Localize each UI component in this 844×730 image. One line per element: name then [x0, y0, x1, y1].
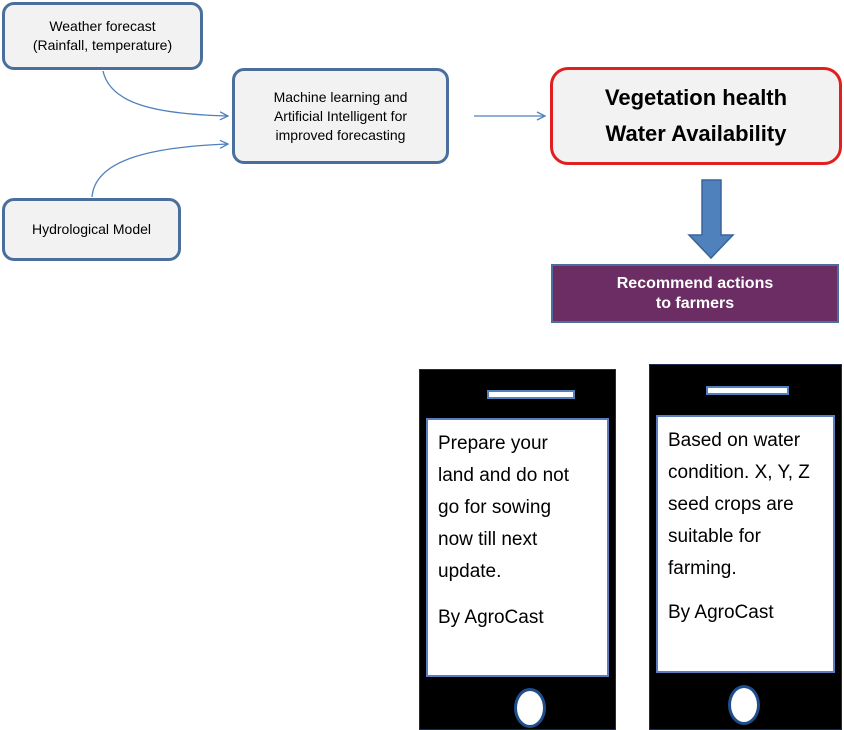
weather-forecast-label: Weather forecast (Rainfall, temperature)	[32, 18, 173, 53]
weather-to-ml-connector	[102, 70, 228, 116]
hydrological-model-label: Hydrological Model	[31, 221, 152, 237]
recommend-actions-label: Recommend actions to farmers	[616, 274, 774, 312]
machine-learning-label: Machine learning and Artificial Intellig…	[273, 88, 408, 143]
phone-signature: By AgroCast	[668, 602, 774, 623]
phone-speaker	[706, 386, 789, 395]
machine-learning-node: Machine learning and Artificial Intellig…	[232, 68, 449, 164]
phone-mockup: Prepare your land and do not go for sowi…	[419, 369, 616, 730]
phone-mockup: Based on water condition. X, Y, Z seed c…	[649, 364, 842, 730]
down-block-arrow	[687, 179, 735, 260]
vegetation-health-label: Vegetation health Water Availability	[604, 85, 788, 146]
recommend-actions-node: Recommend actions to farmers	[551, 264, 839, 323]
vegetation-health-node: Vegetation health Water Availability	[550, 67, 842, 165]
home-button-icon	[514, 688, 546, 728]
hydrological-model-node: Hydrological Model	[2, 198, 181, 261]
home-button-icon	[728, 685, 760, 725]
phone-speaker	[487, 390, 575, 399]
phone-message: Prepare your land and do not go for sowi…	[438, 433, 570, 582]
phone-message: Based on water condition. X, Y, Z seed c…	[668, 430, 810, 579]
weather-forecast-node: Weather forecast (Rainfall, temperature)	[2, 2, 203, 70]
phone-screen: Based on water condition. X, Y, Z seed c…	[656, 415, 835, 673]
hydro-to-ml-connector	[91, 144, 228, 198]
phone-signature: By AgroCast	[438, 607, 544, 628]
phone-screen: Prepare your land and do not go for sowi…	[426, 418, 609, 677]
